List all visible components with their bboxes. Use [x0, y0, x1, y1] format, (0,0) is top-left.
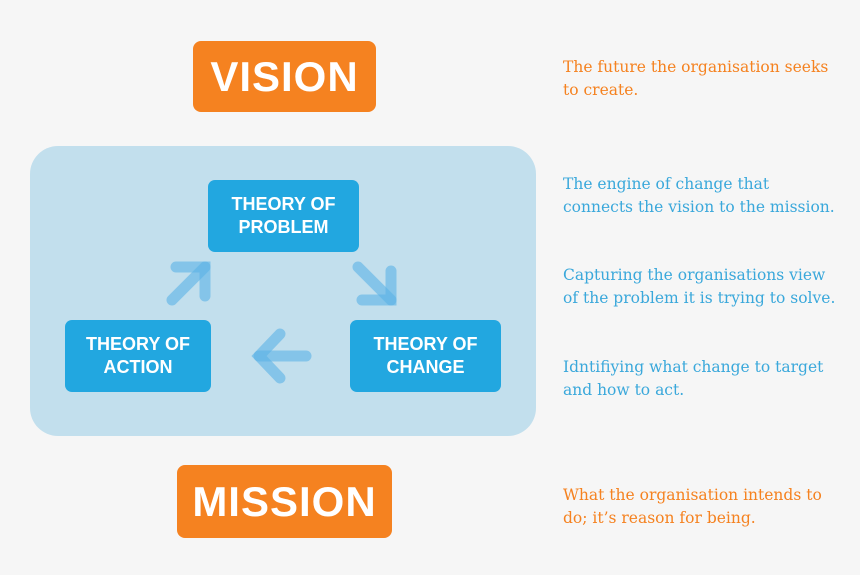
arrow-left-icon [251, 328, 312, 384]
theory-of-problem-box: THEORY OF PROBLEM [208, 180, 359, 252]
arrow-down-right-icon [352, 261, 397, 306]
change-description: Idntifiying what change to target and ho… [563, 358, 824, 399]
vision-description: The future the organisation seeks to cre… [563, 58, 829, 99]
arrow-up-right-icon [166, 261, 211, 306]
mission-description: What the organisation intends to do; it’… [563, 486, 822, 527]
problem-description: Capturing the organisations view of the … [563, 266, 836, 307]
vision-box: VISION [193, 41, 376, 112]
engine-description: The engine of change that connects the v… [563, 175, 835, 216]
mission-box: MISSION [177, 465, 392, 538]
theory-of-action-box: THEORY OF ACTION [65, 320, 211, 392]
theory-of-change-box: THEORY OF CHANGE [350, 320, 501, 392]
